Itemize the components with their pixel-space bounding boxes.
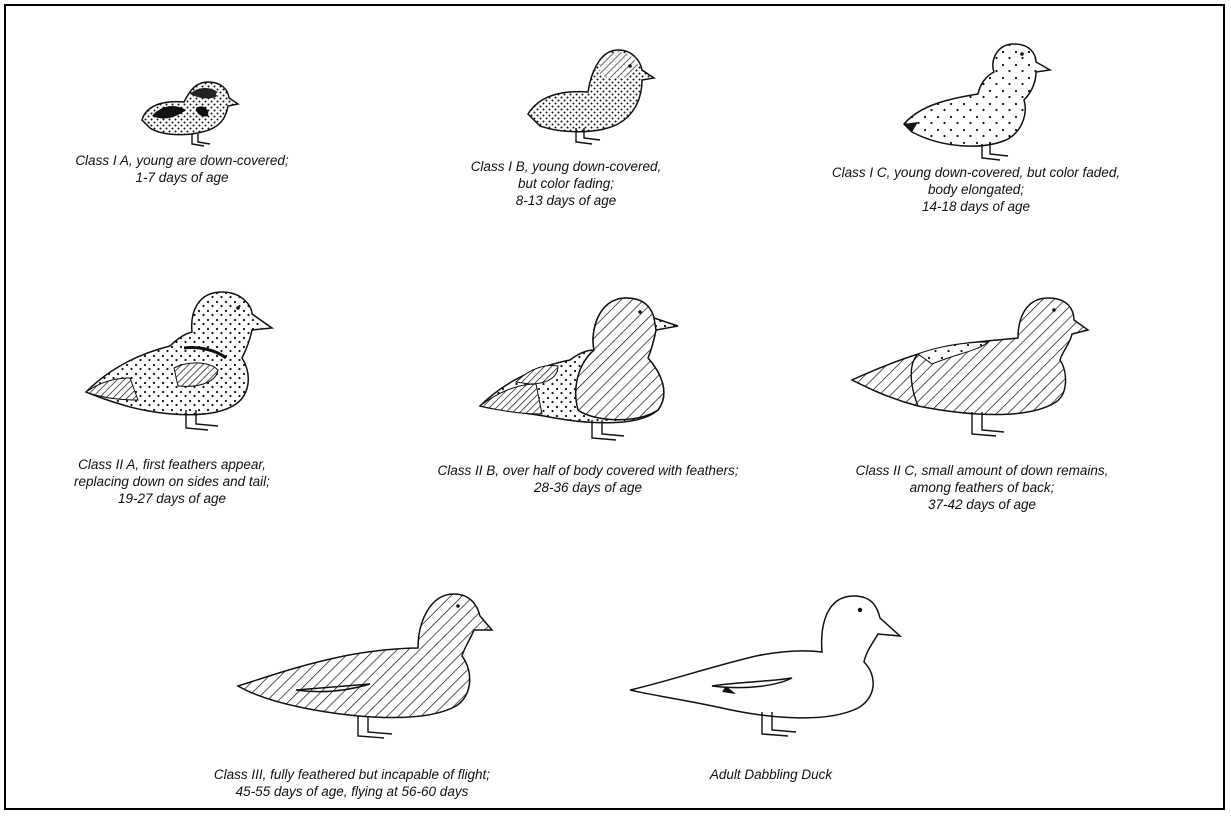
duck-class-ib xyxy=(518,42,663,154)
duck-class-iia xyxy=(80,282,280,452)
caption-line: Class II C, small amount of down remains… xyxy=(802,462,1162,479)
caption-line: 14-18 days of age xyxy=(776,198,1176,215)
caption-line: Class I C, young down-covered, but color… xyxy=(776,164,1176,181)
caption-line: 1-7 days of age xyxy=(42,169,322,186)
caption-line: 8-13 days of age xyxy=(426,192,706,209)
caption-line: replacing down on sides and tail; xyxy=(42,473,302,490)
caption-class-ib: Class I B, young down-covered, but color… xyxy=(426,158,706,209)
duck-class-ia xyxy=(132,64,247,154)
figure-frame: Class I A, young are down-covered; 1-7 d… xyxy=(4,4,1225,810)
caption-class-iib: Class II B, over half of body covered wi… xyxy=(378,462,798,496)
caption-line: 28-36 days of age xyxy=(378,479,798,496)
caption-class-iii: Class III, fully feathered but incapable… xyxy=(192,766,512,800)
duck-class-iii xyxy=(234,586,494,761)
caption-line: 45-55 days of age, flying at 56-60 days xyxy=(192,783,512,800)
caption-class-ic: Class I C, young down-covered, but color… xyxy=(776,164,1176,215)
caption-line: Class II A, first feathers appear, xyxy=(42,456,302,473)
caption-adult: Adult Dabbling Duck xyxy=(676,766,866,783)
caption-line: Class I B, young down-covered, xyxy=(426,158,706,175)
caption-line: Class II B, over half of body covered wi… xyxy=(378,462,798,479)
caption-line: 37-42 days of age xyxy=(802,496,1162,513)
caption-class-iic: Class II C, small amount of down remains… xyxy=(802,462,1162,513)
caption-line: among feathers of back; xyxy=(802,479,1162,496)
caption-line: Class I A, young are down-covered; xyxy=(42,152,322,169)
duck-class-iib xyxy=(474,288,690,458)
duck-adult xyxy=(626,590,906,765)
caption-class-ia: Class I A, young are down-covered; 1-7 d… xyxy=(42,152,322,186)
caption-class-iia: Class II A, first feathers appear, repla… xyxy=(42,456,302,507)
caption-line: Adult Dabbling Duck xyxy=(676,766,866,783)
duck-class-iic xyxy=(848,290,1092,450)
caption-line: but color fading; xyxy=(426,175,706,192)
caption-line: body elongated; xyxy=(776,181,1176,198)
caption-line: Class III, fully feathered but incapable… xyxy=(192,766,512,783)
caption-line: 19-27 days of age xyxy=(42,490,302,507)
duck-class-ic xyxy=(896,36,1056,166)
